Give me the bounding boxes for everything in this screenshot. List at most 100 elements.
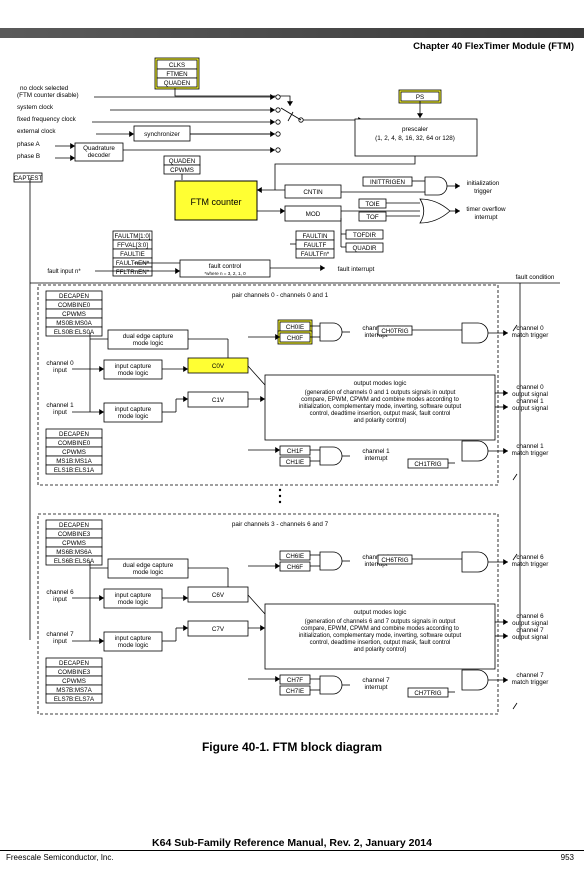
pair-b-bottom-register-label: COMBINE3	[58, 669, 91, 676]
pair-b-int-a-label: channel 6	[362, 554, 390, 561]
fault-status-register-label: FAULTIN	[303, 233, 328, 240]
pair-b-out-a-arrowhead	[503, 619, 508, 625]
pair-a-f-b-register-cell	[279, 445, 311, 456]
pair-b-input-b-arrowhead	[99, 638, 104, 644]
fault-register-label: FFVAL[3:0]	[117, 242, 148, 249]
pair-a-trig-b-register-label: CH1TRIG	[414, 461, 441, 468]
quadrature-decoder-label: Quadrature	[83, 145, 115, 152]
pair-a-input-b-label: channel 1	[46, 402, 74, 409]
pair-a-match-a-arrowhead	[503, 330, 508, 336]
clock-input-label: phase A	[17, 141, 41, 148]
pair-b-ie-b-register-label: CH7IE	[286, 688, 304, 695]
pair-b-dual-edge-label: mode logic	[133, 569, 163, 576]
switch-contact	[275, 119, 281, 125]
pair-a-input-capture-b-label: mode logic	[118, 413, 148, 420]
pair-b-bus-mark	[512, 702, 518, 710]
pair-a-input-capture-a-label: mode logic	[118, 370, 148, 377]
mod-block	[284, 205, 342, 222]
pair-b-match-a-arrowhead	[503, 559, 508, 565]
switch-contact	[275, 94, 281, 100]
pair-b-int-a-label: interrupt	[364, 561, 387, 568]
pair-a-int-a-label: channel 0	[362, 325, 390, 332]
pair-b-int-b-gate	[319, 675, 343, 695]
pair-a-f-b-arrowhead	[275, 447, 280, 453]
ellipsis-dot	[278, 488, 282, 492]
pair-b-top-register-label: COMBINE3	[58, 531, 91, 538]
pair-a-boundary	[37, 284, 499, 486]
chapter-header-bar	[0, 28, 584, 38]
manual-title: K64 Sub-Family Reference Manual, Rev. 2,…	[152, 837, 432, 849]
pair-a-int-b-label: interrupt	[364, 455, 387, 462]
pair-a-ie-b-register-label: CH1IE	[286, 459, 304, 466]
pair-a-int-a-gate	[319, 322, 343, 342]
pair-a-cap-a-arrowhead	[183, 366, 188, 372]
pair-b-input-capture-b-label: input capture	[115, 635, 152, 642]
fault-control-block	[179, 259, 271, 278]
clock-arrowhead	[270, 119, 275, 125]
pair-a-f-a-register-cell	[279, 332, 311, 343]
pair-b-match-b-label: channel 7	[516, 672, 544, 679]
pair-a-int-b-label: channel 1	[362, 448, 390, 455]
pair-b-input-capture-a-block	[103, 588, 163, 609]
pair-b-cv-a-label: C6V	[212, 592, 225, 599]
clks-control-wire	[174, 88, 291, 106]
counter-config-register-label: QUADEN	[169, 158, 195, 165]
pair-a-output-modes-text: control, deadtime insertion, output mask…	[310, 411, 451, 417]
pair-a-bottom-register-label: COMBINE0	[58, 440, 91, 447]
clock-input-label: external clock	[17, 128, 56, 135]
pair-a-output-modes-text: (generation of channels 0 and 1 outputs …	[305, 390, 456, 396]
pair-b-f-a-register-label: CH6F	[287, 564, 303, 571]
quadir-register-label: QUADIR	[352, 245, 377, 252]
pair-b-cap-b-arrowhead	[183, 625, 188, 631]
pair-a-top-register-label: MS0B:MS0A	[56, 320, 92, 327]
pair-a-bottom-register-label: DECAPEN	[59, 431, 89, 438]
pair-b-cv-a-block	[187, 586, 249, 603]
pair-b-top-register-label: ELS6B:ELS6A	[54, 558, 95, 565]
ftm-counter-label: FTM counter	[190, 197, 241, 207]
pair-b-ie-b-register-cell	[279, 685, 311, 696]
pair-b-output-modes-text: and polarity control)	[354, 647, 407, 653]
ftm-counter-block	[174, 180, 258, 221]
pair-a-int-a-label: interrupt	[364, 332, 387, 339]
clock-input-label: no clock selected	[20, 85, 69, 92]
fault-input-arrowhead	[175, 268, 180, 274]
pair-a-bottom-register-label: MS1B:MS1A	[56, 458, 92, 465]
pair-a-input-capture-b-block	[103, 402, 163, 423]
phase-a-arrowhead	[70, 143, 75, 149]
pair-a-out-a-arrowhead	[503, 390, 508, 396]
switch-arm	[280, 107, 302, 121]
switch-contact	[275, 107, 281, 113]
pair-b-cv-a-om-wire	[247, 594, 266, 615]
pair-a-trig-b-register-cell	[407, 458, 449, 469]
pair-b-output-modes-text: compare, EPWM, CPWM and combine modes ac…	[301, 626, 459, 632]
clock-input-label: fixed frequency clock	[17, 116, 77, 123]
fault-status-register-label: FAULTFn*	[301, 251, 330, 258]
pair-a-f-b-register-label: CH1F	[287, 448, 303, 455]
pair-b-int-a-gate	[319, 551, 343, 571]
pair-a-bottom-register-label: CPWMS	[62, 449, 86, 456]
pair-a-f-a-register-label: CH0F	[287, 335, 303, 342]
pair-a-output-modes-text: and polarity control)	[354, 418, 407, 424]
pair-a-out-a-label: channel 0	[516, 384, 544, 391]
quadrature-decoder-label: decoder	[88, 152, 111, 159]
fault-input-label: fault input n*	[47, 269, 81, 275]
pair-a-ie-b-register-cell	[279, 456, 311, 467]
pair-b-match-b-label: match trigger	[512, 679, 549, 686]
quad-out-arrowhead	[270, 147, 275, 153]
pair-a-ie-a-register-label: CH0IE	[286, 324, 304, 331]
fault-status-register-cell	[295, 248, 335, 259]
ext-clock-arrowhead	[129, 131, 134, 137]
fault-register-label: FAULTIE	[120, 251, 145, 258]
pair-b-boundary	[37, 513, 499, 715]
tofdir-register-cell	[345, 229, 384, 240]
pair-b-cv-b-block	[187, 620, 249, 637]
pair-a-bus-mark	[512, 324, 518, 332]
pair-b-f-a-arrowhead	[275, 563, 280, 569]
pair-b-f-b-arrowhead	[275, 676, 280, 682]
pair-a-cv-b-om-arrowhead	[260, 396, 265, 402]
init-trigger-label: trigger	[474, 188, 492, 195]
fault-register-label: FAULTnEN*	[116, 260, 150, 267]
fault-control-label: fault control	[209, 263, 242, 270]
prescaler-label: prescaler	[402, 126, 428, 133]
pair-a-trig-a-register-label: CH0TRIG	[381, 328, 408, 335]
